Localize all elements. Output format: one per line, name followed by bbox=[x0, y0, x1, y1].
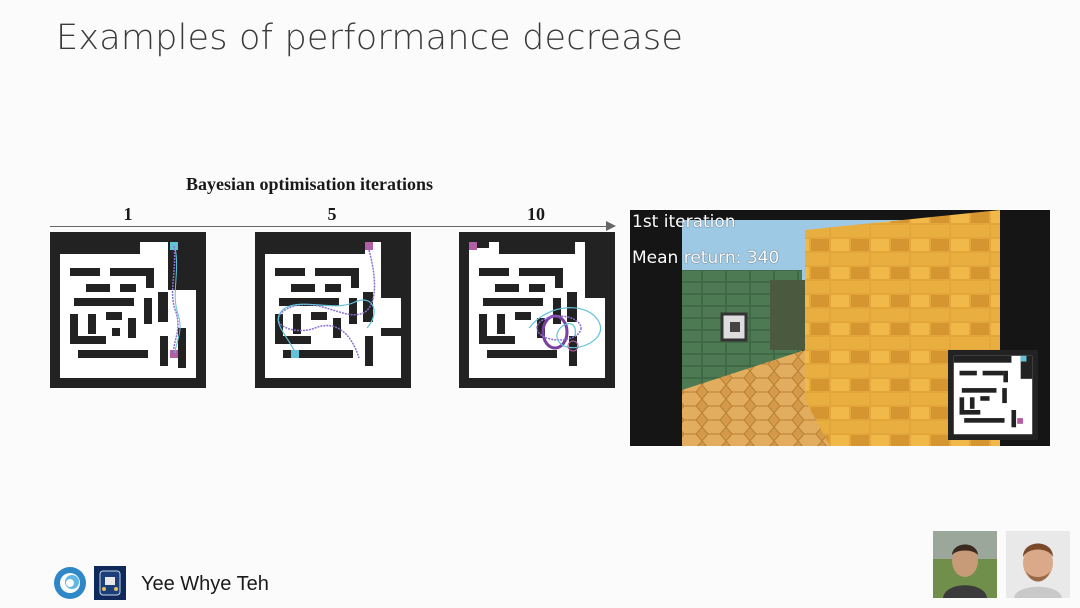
axis-arrow-icon bbox=[606, 221, 616, 231]
iteration-text: 1st iteration bbox=[632, 212, 736, 232]
deepmind-logo-icon bbox=[53, 566, 87, 600]
tick-label-1: 1 bbox=[123, 204, 133, 224]
axis-title: Bayesian optimisation iterations bbox=[186, 174, 434, 194]
oxford-crest-icon bbox=[94, 566, 126, 600]
presenter-photo-1 bbox=[933, 531, 997, 598]
minimap bbox=[948, 350, 1038, 440]
maze-iteration-1 bbox=[50, 232, 206, 388]
author-name: Yee Whye Teh bbox=[141, 573, 269, 595]
tick-label-10: 10 bbox=[527, 204, 545, 224]
slide-title: Examples of performance decrease bbox=[56, 18, 684, 58]
maze-iteration-10 bbox=[459, 232, 615, 388]
axis-line bbox=[50, 226, 606, 227]
tick-label-5: 5 bbox=[327, 204, 337, 224]
presenter-photo-2 bbox=[1006, 531, 1070, 598]
game-screenshot: 1st iteration Mean return: 340 bbox=[630, 210, 1050, 446]
mean-return-text: Mean return: 340 bbox=[632, 248, 780, 268]
maze-iteration-5 bbox=[255, 232, 411, 388]
